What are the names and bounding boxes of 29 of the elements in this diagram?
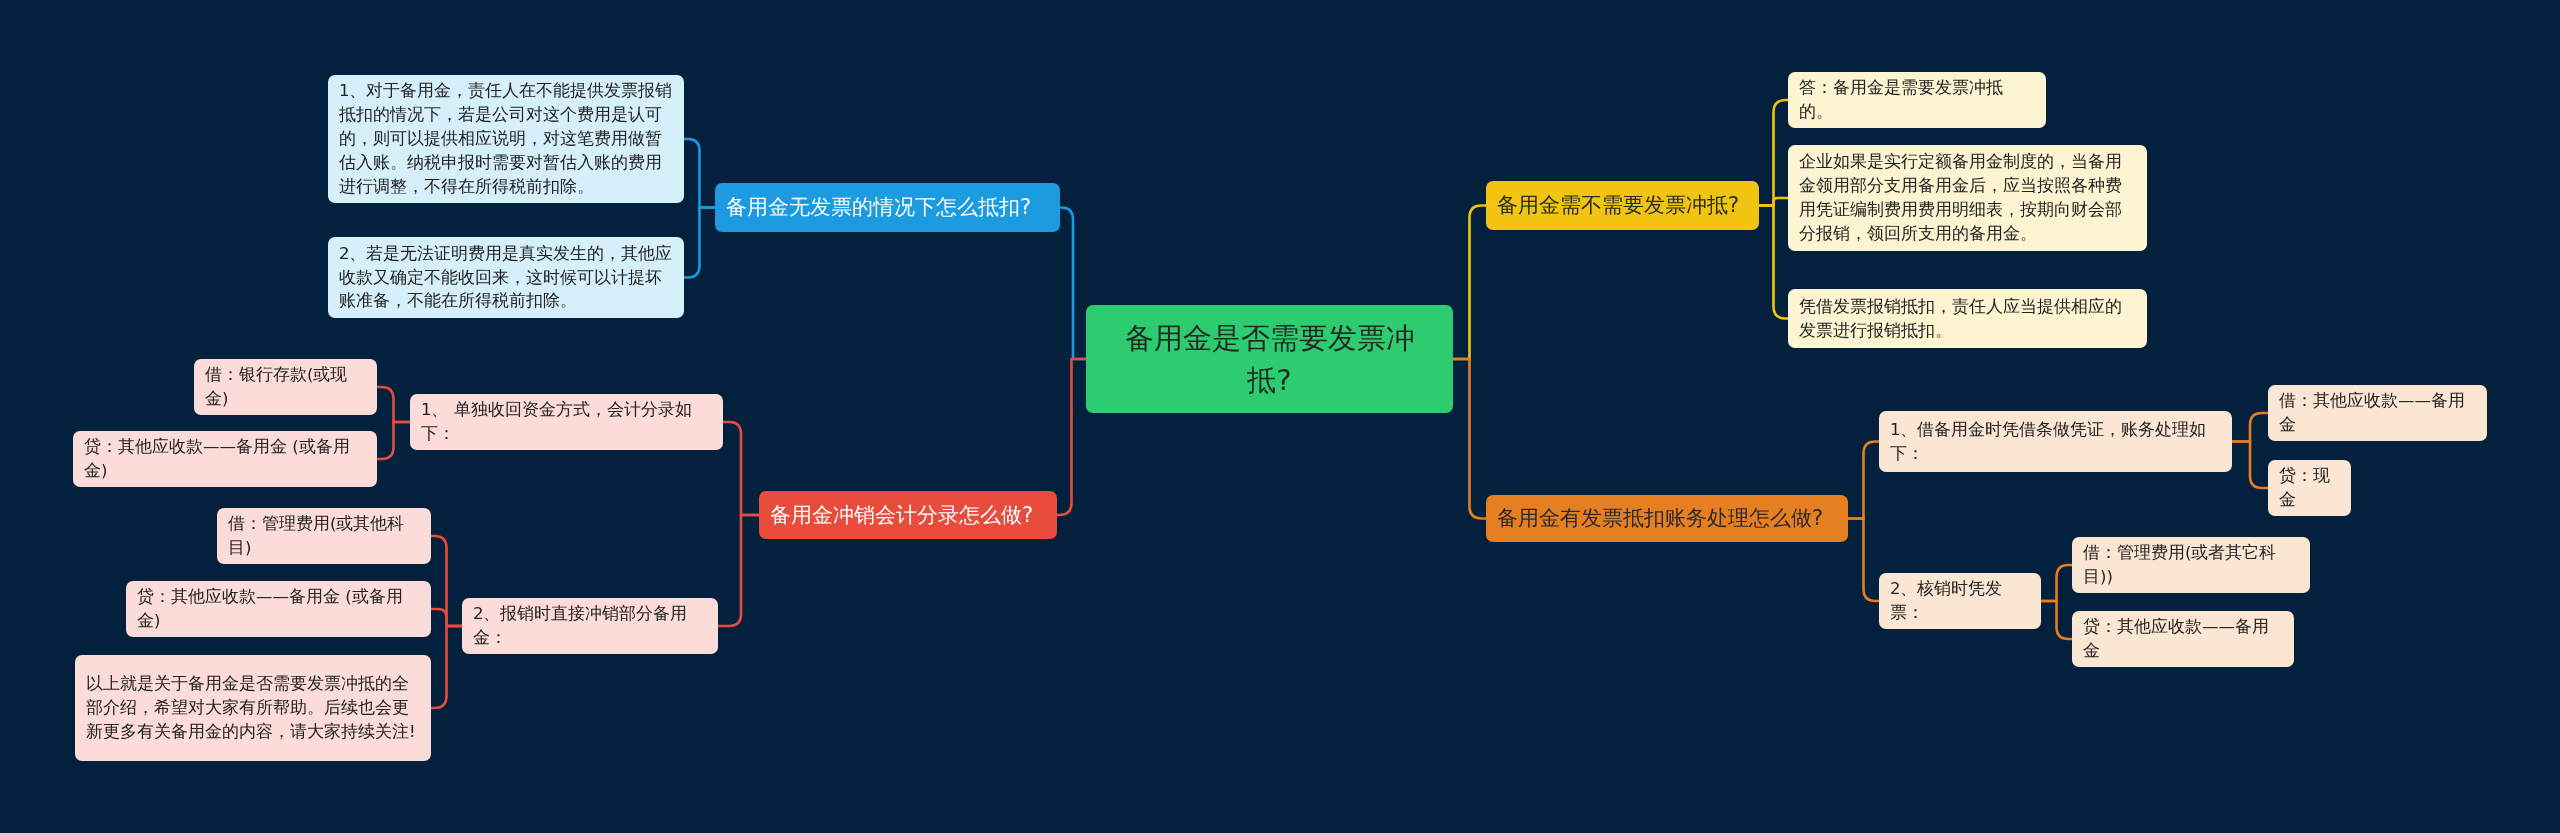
topic-box: 贷：其他应收款——备用金 (或备用金)	[73, 431, 377, 487]
central-topic-box: 备用金是否需要发票冲抵?	[1086, 305, 1453, 413]
topic-box: 2、报销时直接冲销部分备用金：	[462, 598, 718, 654]
topic-box: 贷：其他应收款——备用金	[2072, 611, 2294, 667]
topic-box: 贷：现金	[2268, 460, 2351, 516]
topic-box: 2、核销时凭发票：	[1879, 573, 2041, 629]
topic-box: 1、 单独收回资金方式，会计分录如下：	[410, 394, 723, 450]
connector-line	[1057, 357, 1086, 517]
branch-box: 备用金无发票的情况下怎么抵扣?	[715, 183, 1060, 232]
topic-box: 借：银行存款(或现金)	[194, 359, 377, 415]
branch-box: 备用金需不需要发票冲抵?	[1486, 181, 1759, 230]
topic-box: 1、对于备用金，责任人在不能提供发票报销抵扣的情况下，若是公司对这个费用是认可的，则可以提供相应说明，对这笔费用做暂估入账。纳税申报时需要对暂估入账的费用进行调整，不得在所得税前扣除。	[328, 75, 684, 203]
connector-line	[2232, 440, 2268, 490]
topic-box: 以上就是关于备用金是否需要发票冲抵的全部介绍，希望对大家有所帮助。后续也会更新更多有关备用金的内容，请大家持续关注!	[75, 655, 431, 761]
connector-line	[1759, 204, 1788, 320]
topic-box: 借：管理费用(或者其它科目))	[2072, 537, 2310, 593]
topic-box: 借：管理费用(或其他科目)	[217, 508, 431, 564]
connector-line	[2041, 599, 2072, 641]
topic-box: 贷：其他应收款——备用金 (或备用金)	[126, 581, 431, 637]
branch-box: 备用金冲销会计分录怎么做?	[759, 491, 1057, 539]
topic-box: 凭借发票报销抵扣，责任人应当提供相应的发票进行报销抵扣。	[1788, 289, 2147, 348]
branch-box: 备用金有发票抵扣账务处理怎么做?	[1486, 495, 1848, 542]
topic-box: 企业如果是实行定额备用金制度的，当备用金领用部分支用备用金后，应当按照各种费用凭证编制费用费用明细表，按期向财会部分报销，领回所支用的备用金。	[1788, 145, 2147, 251]
connector-line	[377, 420, 410, 461]
connector-line	[718, 513, 759, 628]
topic-box: 1、借备用金时凭借条做凭证，账务处理如下：	[1879, 411, 2232, 472]
topic-box: 2、若是无法证明费用是真实发生的，其他应收款又确定不能收回来，这时候可以计提坏账准备，不能在所得税前扣除。	[328, 237, 684, 318]
topic-box: 答：备用金是需要发票冲抵的。	[1788, 72, 2046, 128]
topic-box: 借：其他应收款——备用金	[2268, 385, 2487, 441]
